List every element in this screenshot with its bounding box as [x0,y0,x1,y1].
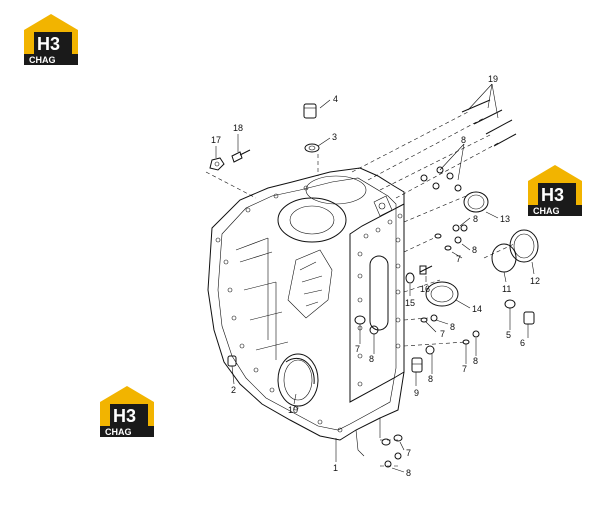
part-17-nut [209,157,225,171]
logo-letters: H3 [541,185,564,205]
callout-7-mid: 7 [456,254,461,264]
part-16-bolt [419,265,433,275]
callout-14: 14 [472,304,482,314]
part-19-studs [461,99,517,147]
part-3-washer [304,143,320,153]
leader-lines [215,83,535,473]
callout-19: 19 [488,74,498,84]
callout-8-right: 8 [473,356,478,366]
callout-1: 1 [333,463,338,473]
callout-7-right: 7 [462,364,467,374]
part-10-ring [285,357,315,385]
flange-bolt-holes [215,185,343,433]
part-2-pin [227,355,237,367]
callout-8-top: 8 [461,135,466,145]
callout-labels: 4 3 17 18 19 8 13 8 8 7 11 12 16 15 14 5… [211,74,540,478]
callout-7-left: 7 [355,344,360,354]
callout-18: 18 [233,123,243,133]
callout-8-bottom: 8 [406,468,411,478]
transmission-housing [207,167,405,457]
logo-caption: CHAG [105,427,132,437]
part-11-oring [491,243,517,273]
brand-logo-right: H3 CHAG [528,165,582,216]
callout-3: 3 [332,132,337,142]
logo-caption: CHAG [29,55,56,65]
part-4-plug [303,103,317,119]
callout-15: 15 [405,298,415,308]
part-9-fitting [411,357,423,373]
part-7-8-bottom [381,434,403,468]
part-6-plug [523,311,535,325]
part-8-nuts-lower [369,314,480,355]
callout-8-mid: 8 [473,214,478,224]
part-18-bolt [231,149,251,163]
callout-8-left: 8 [369,354,374,364]
brand-logo-top-left: H3 CHAG [24,14,78,65]
callout-9: 9 [414,388,419,398]
callout-12: 12 [530,276,540,286]
callout-4: 4 [333,94,338,104]
callout-5: 5 [506,330,511,340]
logo-caption: CHAG [533,206,560,216]
face-bolt-holes [357,213,403,387]
callout-6: 6 [520,338,525,348]
callout-11: 11 [502,284,511,294]
callout-17: 17 [211,135,221,145]
logo-letters: H3 [37,34,60,54]
part-5-oring [504,299,516,309]
part-13-seal [463,191,489,213]
logo-letters: H3 [113,406,136,426]
callout-2: 2 [231,385,236,395]
part-8-nuts-top [420,166,462,192]
callout-13: 13 [500,214,510,224]
part-8-nuts-mid [452,224,468,244]
callout-7-lower: 7 [440,329,445,339]
callout-8-mid2: 8 [472,245,477,255]
callout-10: 10 [288,405,298,415]
callout-8-lower: 8 [450,322,455,332]
callout-7-bottom: 7 [406,448,411,458]
part-12-cover [509,229,539,263]
callout-8-fitting: 8 [428,374,433,384]
part-14-seal [425,281,459,307]
part-15-washer [405,272,415,284]
part-7-washers-mid [434,233,452,251]
brand-logo-bottom-left: H3 CHAG [100,386,154,437]
assembly-lines [205,111,515,467]
callout-16: 16 [420,284,430,294]
